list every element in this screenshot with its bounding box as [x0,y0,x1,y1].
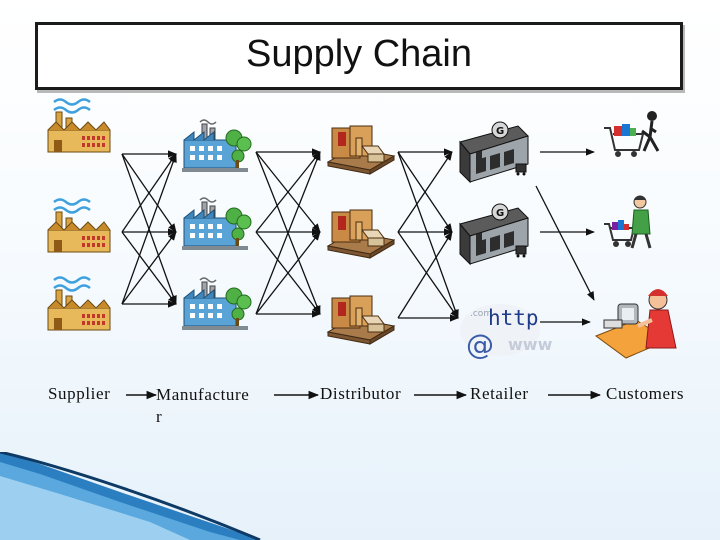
manufacturer-distributor-arrows [255,148,321,318]
retailer-customer-arrows [535,148,595,326]
shopper-cart-icon [602,109,660,159]
http-text: http [488,306,539,330]
slide-title: Supply Chain [245,33,473,75]
svg-text:www: www [508,335,553,354]
stage-label-manufacturer: Manufacture r [156,385,250,426]
manufacturing-plant-icon [181,197,252,251]
warehouse-pallet-icon [327,209,395,259]
svg-text:.com: .com [470,309,492,319]
warehouse-pallet-icon [327,295,395,345]
stage-label-distributor: Distributor [320,384,402,403]
stage-label-supplier: Supplier [48,384,111,403]
factory-icon [46,98,112,154]
warehouse-pallet-icon [327,125,395,175]
computer-user-icon [594,287,678,360]
at-sign-icon: @ [466,328,494,361]
stage-label-customers: Customers [606,384,685,403]
manufacturing-plant-icon [181,277,252,331]
store-icon [459,203,529,265]
store-icon [459,121,529,183]
factory-icon [46,276,112,332]
stage-label-retailer: Retailer [470,384,529,403]
internet-icon: .com www [460,304,553,356]
factory-icon [46,198,112,254]
title-box: Supply Chain [35,22,683,90]
corner-decoration [0,452,261,540]
manufacturing-plant-icon [181,119,252,173]
shopper-cart-icon [602,194,652,250]
distributor-retailer-arrows [397,148,459,322]
supplier-manufacturer-arrows [121,150,177,308]
